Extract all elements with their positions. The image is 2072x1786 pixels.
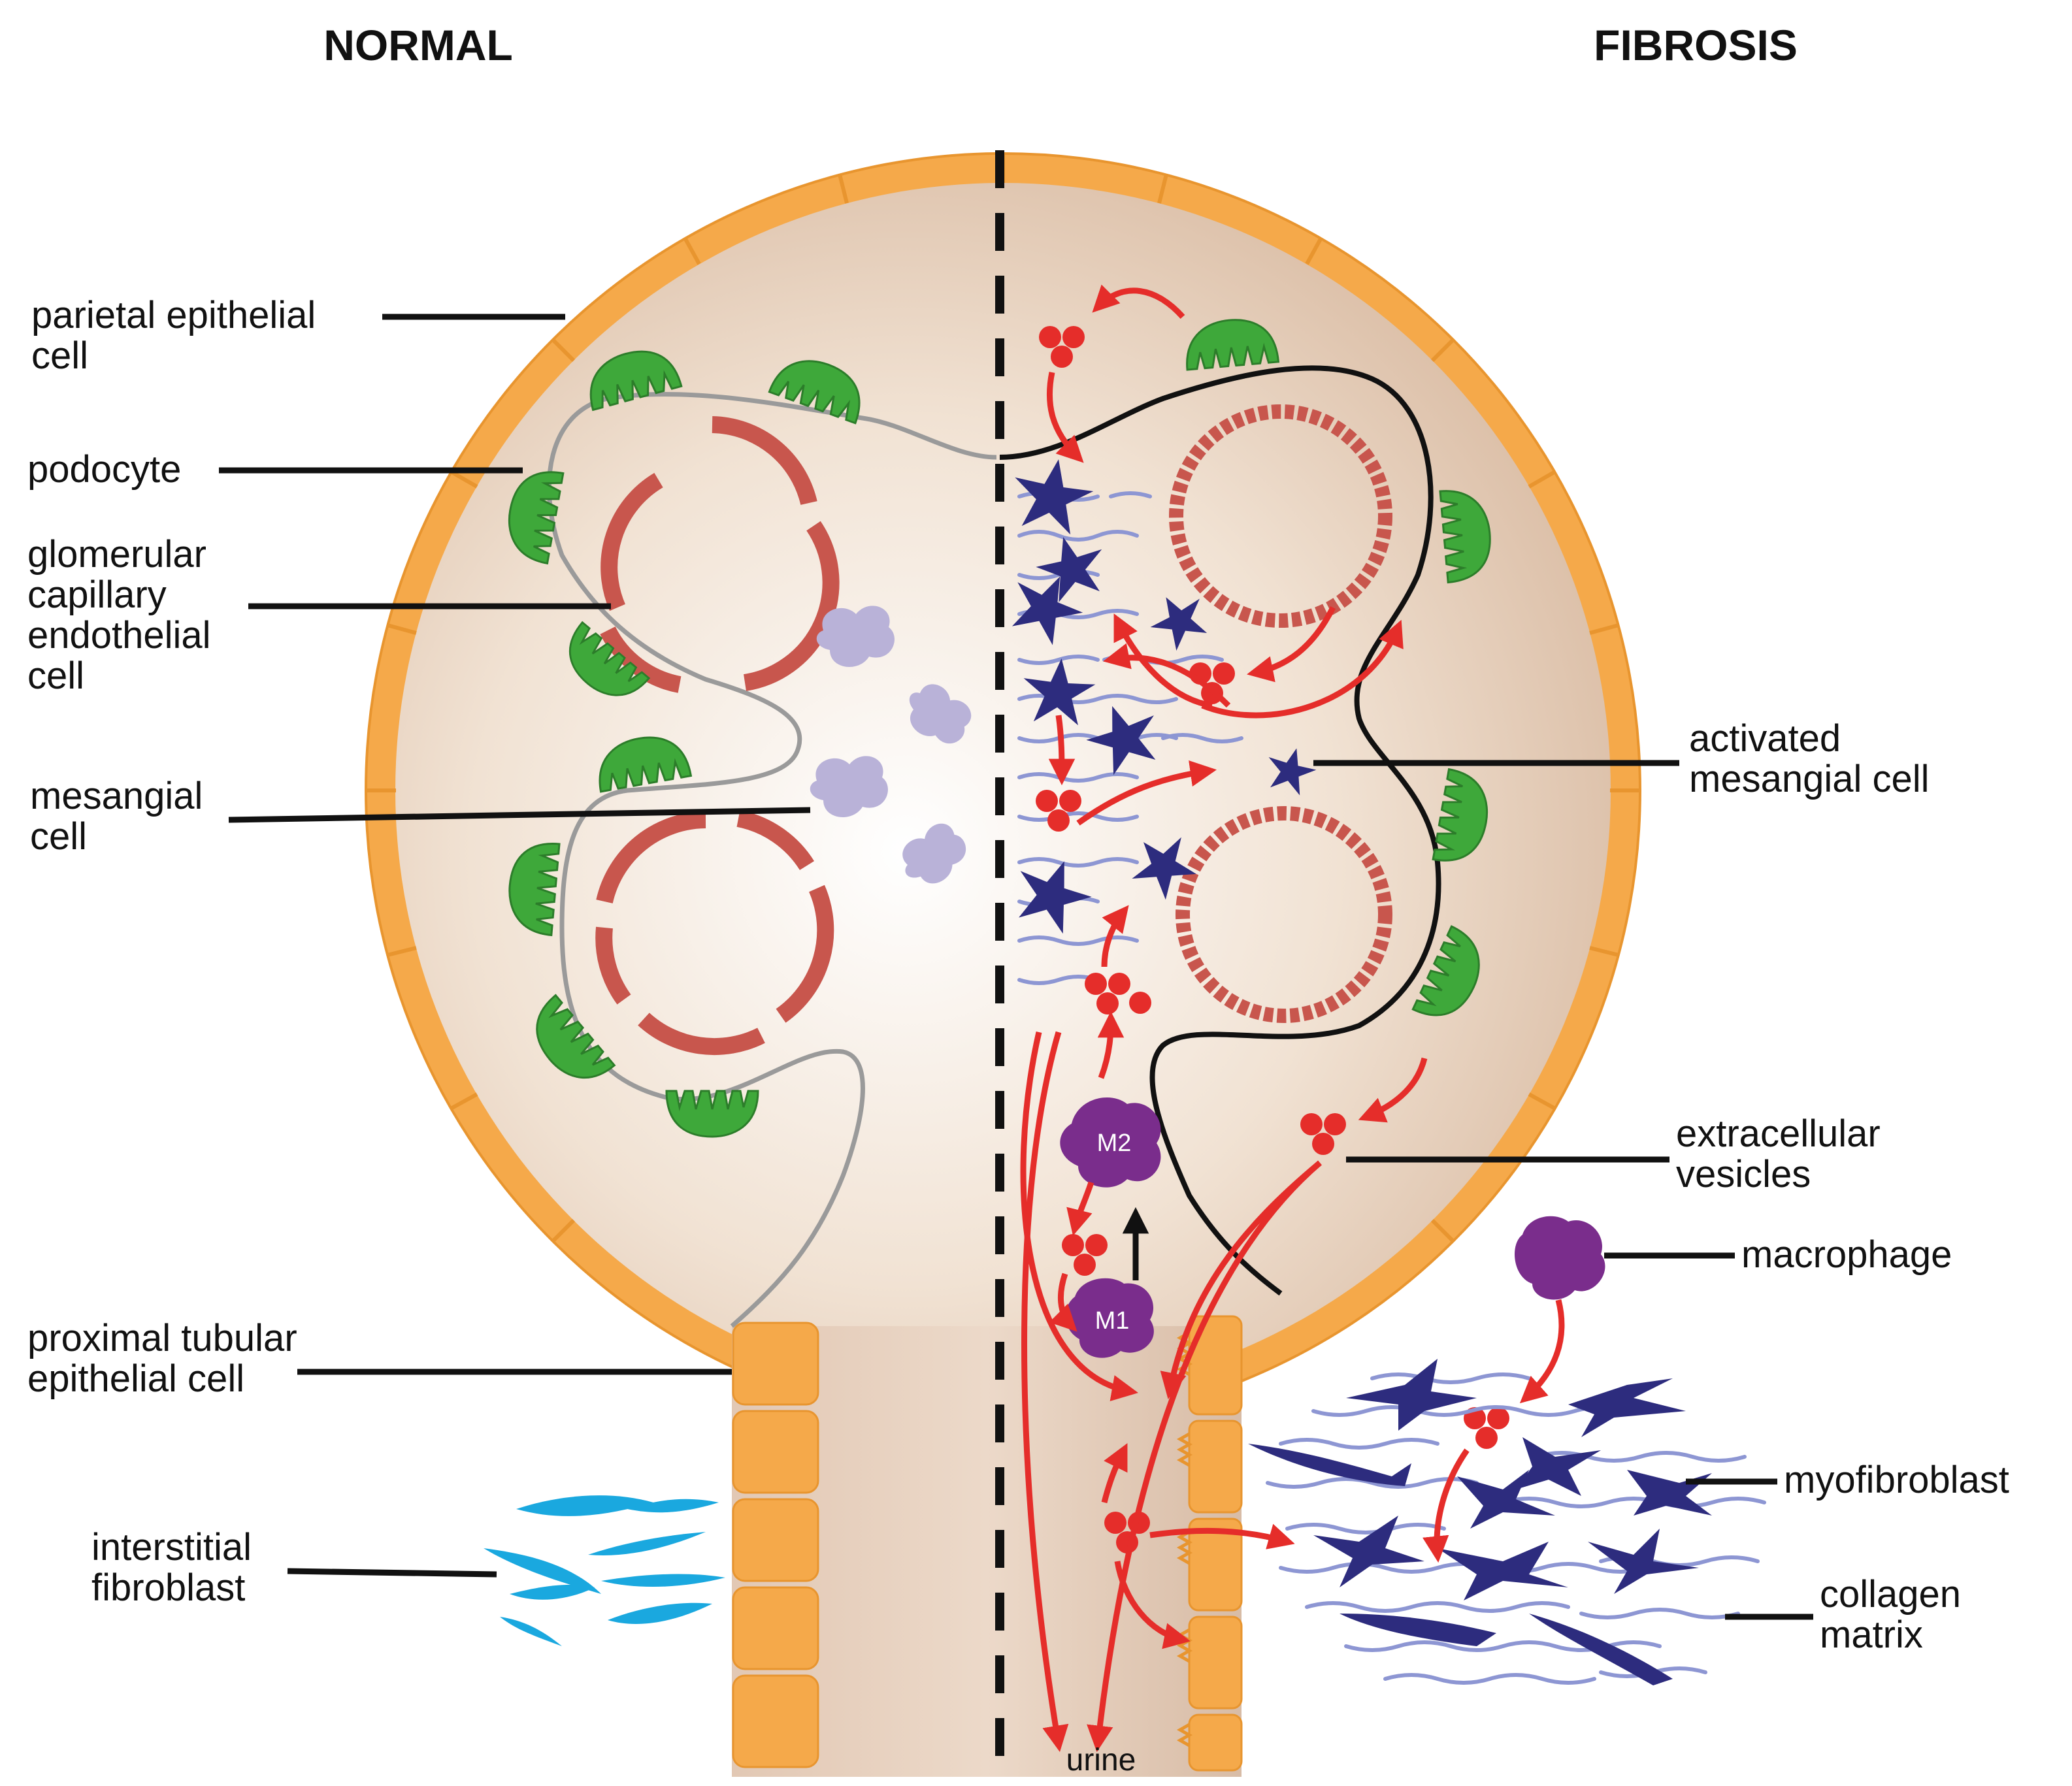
label-ev-line2: vesicles [1676,1153,1811,1195]
label-parietal-epithelial-cell: parietal epithelial cell [31,294,565,377]
label-glomerular-line3: endothelial [27,614,211,657]
header-normal: NORMAL [323,21,513,69]
label-myofibroblast: myofibroblast [1686,1459,2009,1501]
macrophage-free [1515,1216,1605,1300]
urine-label: urine [1066,1743,1136,1778]
fibrosis-capillary-upper [1169,404,1392,628]
label-podocyte: podocyte [27,448,523,491]
label-mesangial-line2: cell [30,815,87,858]
label-interstitial-line1: interstitial [91,1526,252,1568]
label-myofibroblast-text: myofibroblast [1784,1459,2009,1501]
label-collagen-line2: matrix [1820,1614,1923,1656]
interstitial-fibroblasts [484,1495,725,1646]
label-extracellular-vesicles: extracellular vesicles [1346,1112,1881,1195]
label-proximal-line2: epithelial cell [27,1357,244,1400]
label-activated-line2: mesangial cell [1689,758,1930,800]
tubular-cells-left [732,1322,819,1768]
macrophage-m2: M2 [1060,1097,1161,1188]
label-glomerular-line2: capillary [27,574,167,616]
label-parietal-line1: parietal epithelial [31,294,316,336]
label-activated-line1: activated [1689,717,1841,760]
label-proximal-tubular: proximal tubular epithelial cell [27,1317,732,1400]
header-fibrosis: FIBROSIS [1594,21,1798,69]
label-interstitial-fibroblast: interstitial fibroblast [91,1526,497,1609]
fibrosis-capillary-lower [1176,806,1392,1023]
label-proximal-line1: proximal tubular [27,1317,297,1359]
label-activated-mesangial-cell: activated mesangial cell [1313,717,1930,800]
interstitial-collagen-matrix [1266,1372,1766,1685]
myofibroblasts [1248,1359,1712,1685]
label-glomerular-capillary: glomerular capillary endothelial cell [27,533,611,697]
label-mesangial-cell: mesangial cell [30,775,811,858]
label-glomerular-line1: glomerular [27,533,206,576]
macrophage-m1: M1 [1065,1278,1154,1358]
macrophage-m2-label: M2 [1097,1129,1132,1157]
label-macrophage-text: macrophage [1741,1233,1952,1276]
label-interstitial-line2: fibroblast [91,1567,245,1609]
label-macrophage: macrophage [1604,1233,1952,1276]
macrophage-m1-label: M1 [1095,1307,1130,1335]
label-ev-line1: extracellular [1676,1112,1881,1155]
label-collagen-line1: collagen [1820,1573,1961,1616]
label-podocyte-text: podocyte [27,448,181,491]
normal-capillary-lower [595,810,834,1056]
label-glomerular-line4: cell [27,655,84,697]
label-collagen-matrix: collagen matrix [1725,1573,1961,1656]
ev-trafficking-arrows [1020,284,1565,1753]
label-parietal-line2: cell [31,334,88,377]
extracellular-vesicles-cluster [1036,326,1509,1553]
tubular-cells-right [1176,1315,1243,1772]
label-mesangial-line1: mesangial [30,775,203,817]
proximal-tubule [732,1315,1243,1777]
